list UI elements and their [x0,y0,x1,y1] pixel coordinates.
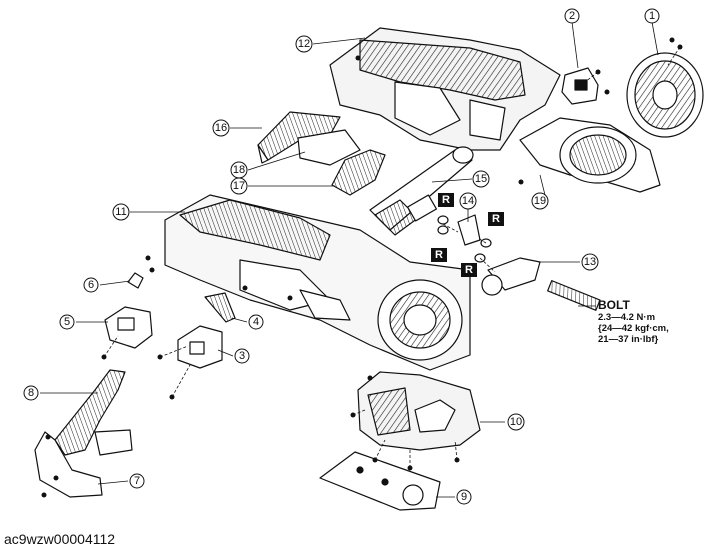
svg-text:9: 9 [461,491,467,503]
svg-text:7: 7 [134,475,140,487]
replace-badge: R [431,248,447,262]
airmix-actuator-3-part [177,325,223,369]
svg-text:12: 12 [298,38,310,50]
svg-text:18: 18 [233,164,245,176]
svg-text:17: 17 [233,180,245,192]
svg-text:16: 16 [215,122,227,134]
blower-ring-housing-part [519,117,661,193]
callout-18: 18 [230,161,248,179]
leader-lines [40,21,659,498]
svg-text:R: R [442,194,450,206]
heater-case-part [164,194,471,371]
callout-4: 4 [248,314,264,330]
torque-spec: BOLT 2.3—4.2 N·m {24—42 kgf·cm, 21—37 in… [598,298,669,345]
callout-13: 13 [581,253,599,271]
torque-spec-line: 21—37 in·lbf} [598,334,659,345]
svg-text:4: 4 [253,316,259,328]
svg-text:5: 5 [64,316,70,328]
heater-core-part [369,146,474,236]
torque-spec-line: {24—42 kgf·cm, [598,323,669,334]
svg-text:15: 15 [475,173,487,185]
callout-11: 11 [112,203,130,221]
callout-12: 12 [295,35,313,53]
replace-badge: R [438,193,454,207]
water-valve-part [437,214,492,263]
callout-10: 10 [507,413,525,431]
callout-14: 14 [459,192,477,210]
svg-text:6: 6 [88,279,94,291]
callout-9: 9 [456,489,472,505]
image-code-caption: ac9wzw00004112 [4,531,116,547]
plate-9-part [319,451,441,511]
alignment-lines [103,46,681,468]
mode-actuator-5-part [104,306,153,349]
duct-17-18-part [297,129,386,196]
bolt-part [547,280,601,311]
svg-text:3: 3 [239,350,245,362]
callout-15: 15 [472,170,490,188]
svg-text:R: R [465,264,473,276]
svg-text:19: 19 [534,195,546,207]
callout-17: 17 [230,177,248,195]
torque-spec-line: 2.3—4.2 N·m [598,312,656,323]
svg-text:8: 8 [28,387,34,399]
callout-16: 16 [212,119,230,137]
callout-5: 5 [59,314,75,330]
svg-text:14: 14 [462,195,474,207]
callout-1: 1 [644,8,660,24]
blower-case-10-part [357,371,481,451]
replace-badge: R [461,263,477,277]
link-4-part [204,292,236,323]
callout-7: 7 [129,473,145,489]
callout-3: 3 [234,348,250,364]
replace-badge: R [488,212,504,226]
upper-duct-part [329,27,561,151]
callout-6: 6 [83,277,99,293]
svg-text:R: R [492,213,500,225]
actuator-13-part [481,257,541,296]
clip-6-part [127,272,144,289]
torque-spec-label: BOLT [598,298,630,312]
svg-text:10: 10 [510,416,522,428]
svg-text:11: 11 [115,206,126,218]
svg-text:2: 2 [569,10,575,22]
resistor-part [561,67,599,105]
callout-8: 8 [23,385,39,401]
blower-motor-part [626,52,704,138]
svg-text:1: 1 [649,10,655,22]
svg-text:R: R [435,249,443,261]
callout-2: 2 [564,8,580,24]
svg-text:13: 13 [584,256,596,268]
callout-19: 19 [531,192,549,210]
duct-8-part [54,369,133,456]
